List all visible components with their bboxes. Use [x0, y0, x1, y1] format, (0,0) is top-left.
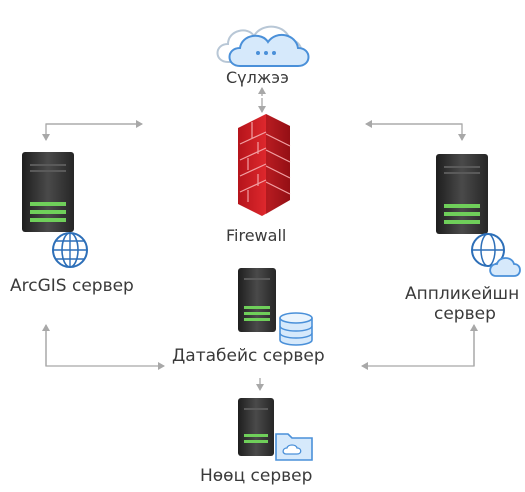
- server-globe-cloud-icon: [436, 154, 521, 277]
- application-server-label-line1: Аппликейшн: [405, 284, 520, 304]
- server-folder-icon: [238, 398, 313, 461]
- cloud-icon: [216, 25, 310, 67]
- server-globe-icon: [22, 152, 88, 268]
- network-label: Сүлжээ: [226, 68, 289, 87]
- backup-server-label: Нөөц сервер: [200, 466, 313, 486]
- database-server-label: Датабейс сервер: [172, 346, 325, 366]
- server-database-icon: [238, 268, 313, 346]
- application-server-label-line2: сервер: [434, 304, 496, 324]
- arcgis-server-label: ArcGIS сервер: [10, 276, 134, 296]
- firewall-label: Firewall: [226, 226, 287, 245]
- connector-lines: [42, 87, 478, 391]
- firewall-icon: [238, 114, 291, 216]
